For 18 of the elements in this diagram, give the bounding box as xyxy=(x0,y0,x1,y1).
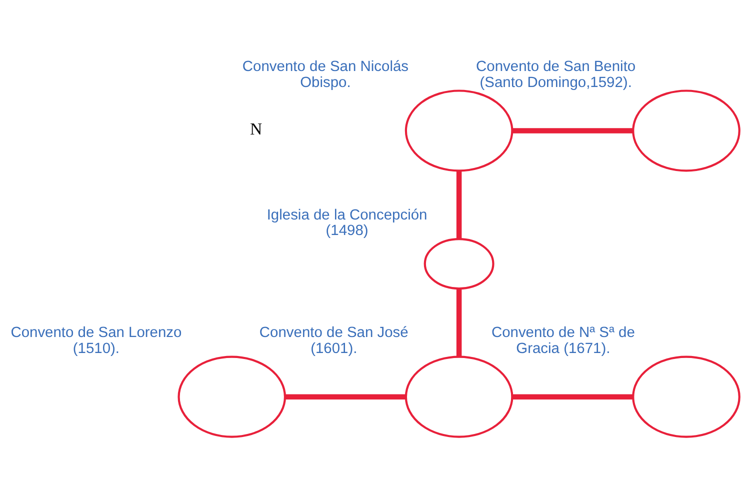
node-label: Iglesia de la Concepción (1498) xyxy=(266,207,427,240)
node-circle xyxy=(404,356,513,438)
connector xyxy=(512,394,632,400)
node-label: Convento de San Nicolás Obispo. xyxy=(242,58,408,91)
node-label: Convento de San Benito (Santo Domingo,1592). xyxy=(476,58,636,91)
node-circle xyxy=(404,90,513,172)
node-label: Convento de San Lorenzo (1510). xyxy=(10,325,182,357)
node-circle xyxy=(632,90,740,172)
node-circle xyxy=(423,238,494,290)
connector xyxy=(284,394,406,400)
node-label: Convento de San José (1601). xyxy=(258,325,408,357)
connector xyxy=(456,288,462,357)
connector xyxy=(512,128,632,134)
node-circle xyxy=(177,356,286,438)
node-circle xyxy=(632,356,740,438)
node-label: Convento de Nª Sª de Gracia (1671). xyxy=(490,325,634,357)
connector xyxy=(456,170,462,239)
label: N xyxy=(249,120,262,139)
